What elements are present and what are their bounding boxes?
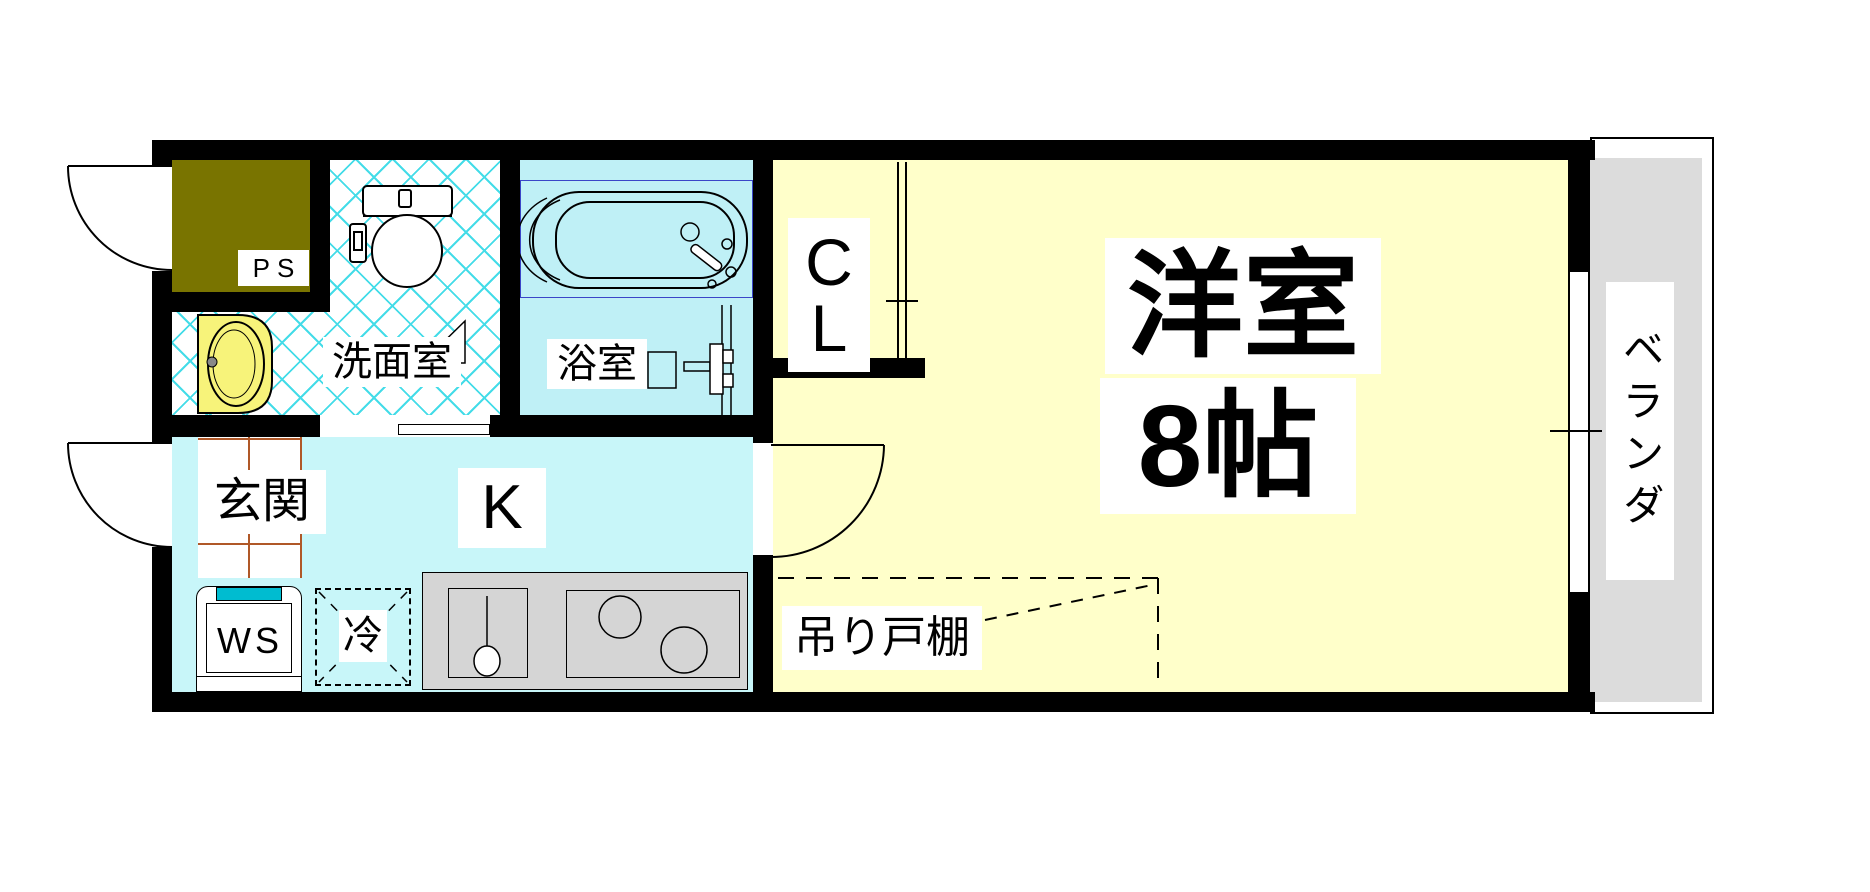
- pipe-space-text: PS: [252, 253, 302, 283]
- wall-ps-bottom: [152, 292, 330, 312]
- bathroom-text: 浴室: [557, 342, 637, 386]
- closet-door-handle: [886, 300, 918, 302]
- main-room-name-text: 洋室: [1127, 241, 1359, 371]
- pipe-space-label: PS: [238, 250, 309, 286]
- kitchen-text: K: [481, 473, 523, 542]
- refrigerator-space: [315, 588, 411, 686]
- wall-left-middle: [152, 271, 172, 443]
- service-door-arc: [67, 165, 173, 271]
- hanging-cupboard-label: 吊り戸棚: [782, 606, 982, 670]
- veranda-label: ベランダ: [1606, 282, 1674, 580]
- wall-left-upper: [152, 140, 172, 166]
- main-room-size-label: 8帖: [1100, 378, 1356, 514]
- refrigerator-text: 冷: [343, 614, 383, 658]
- refrigerator-label: 冷: [339, 610, 387, 662]
- main-room-name-label: 洋室: [1105, 238, 1381, 374]
- wall-washroom-bottom-right: [490, 415, 520, 437]
- wall-right-upper: [1568, 140, 1590, 272]
- wall-right-lower: [1568, 592, 1590, 712]
- bathroom-label: 浴室: [547, 339, 647, 389]
- kitchen-label: K: [458, 468, 546, 548]
- entrance-text: 玄関: [213, 475, 310, 528]
- hanging-cupboard-text: 吊り戸棚: [794, 613, 970, 662]
- balcony-window-handle: [1550, 430, 1602, 432]
- entrance-door-arc: [67, 442, 173, 548]
- washer-space-text: WS: [217, 620, 283, 661]
- main-room-size-text: 8帖: [1137, 381, 1319, 511]
- washer-space-label: WS: [214, 618, 286, 664]
- balcony-window: [1568, 272, 1590, 592]
- wall-bathroom-bottom: [520, 415, 773, 437]
- entrance-label: 玄関: [198, 470, 326, 534]
- washer-water-tap: [216, 587, 282, 601]
- wall-washroom-bathroom: [500, 140, 520, 437]
- closet-door: [897, 162, 907, 358]
- kitchen-stove: [566, 590, 740, 678]
- wall-left-lower: [152, 547, 172, 712]
- wall-kitchen-room-lower: [753, 555, 773, 692]
- washroom-sliding-door: [398, 424, 490, 435]
- washer-base-line: [197, 676, 301, 677]
- washroom-label: 洗面室: [323, 337, 461, 387]
- wall-top: [152, 140, 1595, 160]
- veranda-text: ベランダ: [1617, 327, 1664, 535]
- bathtub-zone: [520, 180, 753, 298]
- wall-bottom: [152, 692, 1595, 712]
- closet-label: C L: [788, 218, 870, 372]
- wall-ps-right: [310, 140, 330, 312]
- closet-letter-c: C: [805, 225, 853, 299]
- wall-washroom-bottom-left: [172, 415, 320, 437]
- closet-letter-l: L: [810, 291, 848, 365]
- wall-bathroom-closet: [753, 140, 773, 443]
- kitchen-sink: [448, 588, 528, 678]
- washroom-text: 洗面室: [332, 340, 452, 384]
